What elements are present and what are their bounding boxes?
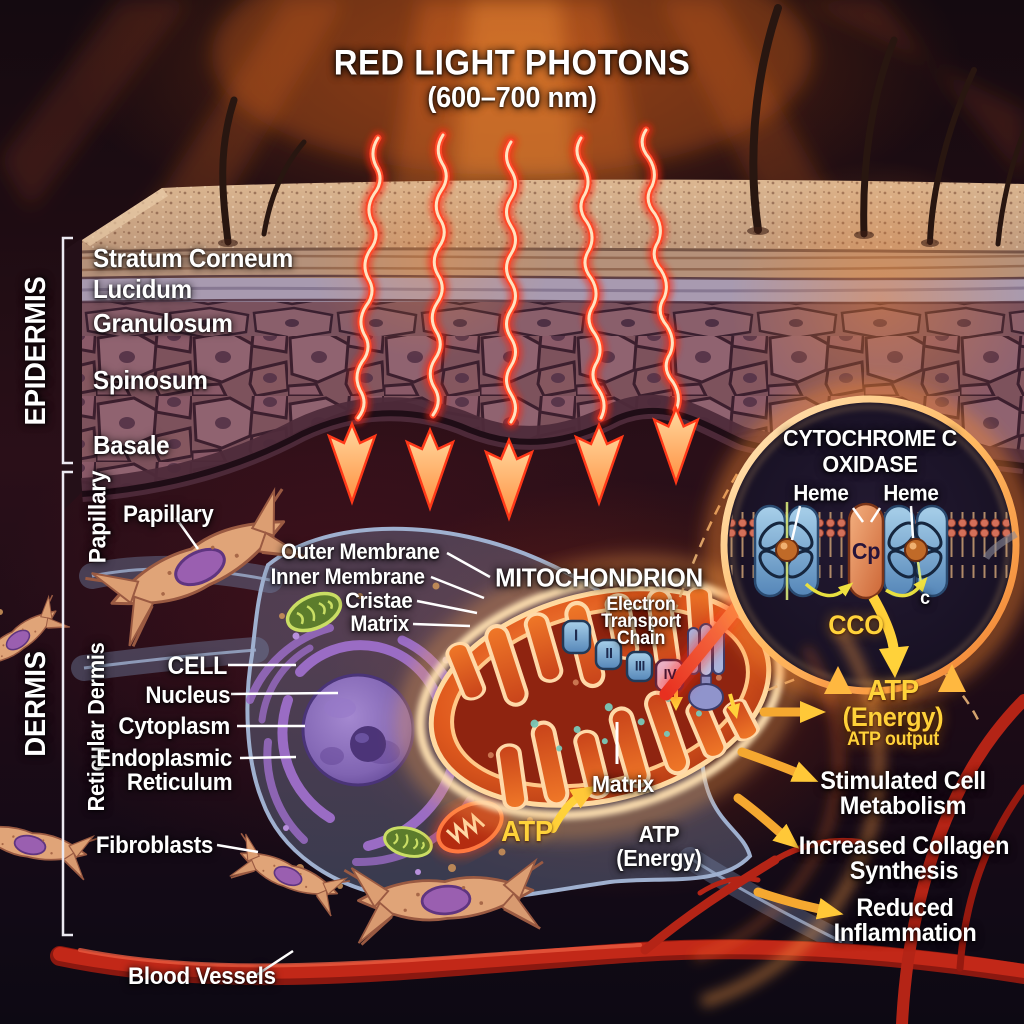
outcome-atp-energy-label: (Energy)	[842, 701, 944, 732]
outcome-arrows	[549, 664, 966, 920]
etc-label-1: Electron	[606, 594, 676, 616]
nucleus-label: Nucleus	[145, 682, 230, 709]
cco-abbr-label: CCO	[828, 609, 884, 640]
complex-i-label: I	[574, 627, 578, 645]
outcome-metabolism-2: Metabolism	[839, 791, 967, 820]
epidermis-label: EPIDERMIS	[19, 276, 52, 426]
cp-protein	[847, 502, 885, 600]
dermis-label: DERMIS	[19, 651, 52, 757]
blood-vessels-label: Blood Vessels	[128, 963, 276, 990]
fibroblasts-label: Fibroblasts	[95, 832, 214, 859]
outcome-collagen-2: Synthesis	[849, 856, 959, 885]
cco-complex-left	[753, 502, 820, 600]
complex-ii-label: II	[605, 645, 613, 663]
cristae-label: Cristae	[344, 588, 413, 613]
outcome-metabolism-1: Stimulated Cell	[820, 766, 986, 795]
cco-output-arrow	[868, 594, 909, 678]
pointer-lines	[174, 517, 619, 980]
outcome-collagen-1: Increased Collagen	[798, 831, 1010, 860]
atp-label: ATP	[501, 815, 553, 848]
outcome-inflammation-1: Reduced	[856, 893, 954, 922]
layer-basale: Basale	[93, 430, 170, 460]
layer-granulosum: Granulosum	[93, 308, 233, 338]
layer-stratum-corneum: Stratum Corneum	[93, 243, 294, 273]
diagram-title: RED LIGHT PHOTONS	[333, 43, 691, 83]
atp-arrow	[549, 785, 598, 833]
layer-lucidum: Lucidum	[93, 274, 192, 304]
papillary-layer-label: Papillary	[84, 470, 112, 564]
cytoplasm-label: Cytoplasm	[118, 713, 230, 740]
endoplasmic-label: Endoplasmic	[96, 745, 232, 772]
reticular-dermis-label: Reticular Dermis	[82, 642, 109, 812]
red-light-photons	[327, 123, 700, 520]
complex-iii-label: III	[634, 657, 646, 674]
outcome-atp-label: ATP	[867, 674, 919, 707]
nucleus	[301, 673, 415, 787]
matrix-inner-label: Matrix	[592, 770, 654, 797]
etc-label-2: Transport	[601, 611, 681, 633]
blood-vessels	[50, 694, 1024, 1024]
atp-up-arrows	[824, 664, 966, 738]
cp-label: Cp	[851, 537, 881, 564]
matrix-label: Matrix	[350, 611, 409, 636]
glow-arcs	[692, 624, 885, 1008]
heme-pointer-lines	[790, 505, 915, 541]
heme-left-label: Heme	[793, 480, 849, 506]
layer-spinosum: Spinosum	[93, 365, 208, 395]
brackets	[61, 236, 73, 937]
atp-energy-label-2: (Energy)	[616, 844, 702, 871]
inner-membrane-label: Inner Membrane	[270, 564, 425, 589]
papillary-cell-label: Papillary	[123, 501, 214, 528]
electron-transport-chain	[561, 619, 740, 719]
atp-energy-label-1: ATP	[638, 820, 680, 847]
skin-block	[62, 160, 1024, 512]
cytochrome-c-label: c	[920, 588, 930, 610]
heme-right-label: Heme	[883, 480, 939, 506]
etc-label-3: Chain	[616, 628, 666, 650]
mitochondrion-title: MITOCHONDRION	[495, 562, 703, 593]
cell-label: CELL	[167, 652, 227, 680]
hair-strands	[218, 4, 1024, 247]
diagram-subtitle: (600–700 nm)	[427, 81, 597, 114]
cco-title-2: OXIDASE	[822, 450, 918, 477]
mitochondrion-large	[399, 557, 801, 837]
cco-title-1: CYTOCHROME C	[782, 424, 958, 451]
outer-membrane-label: Outer Membrane	[281, 539, 440, 564]
atp-output-label: ATP output	[847, 729, 939, 751]
outcome-inflammation-2: Inflammation	[833, 918, 977, 947]
complex-iv-label: IV	[663, 666, 677, 684]
reticulum-label: Reticulum	[126, 769, 233, 796]
